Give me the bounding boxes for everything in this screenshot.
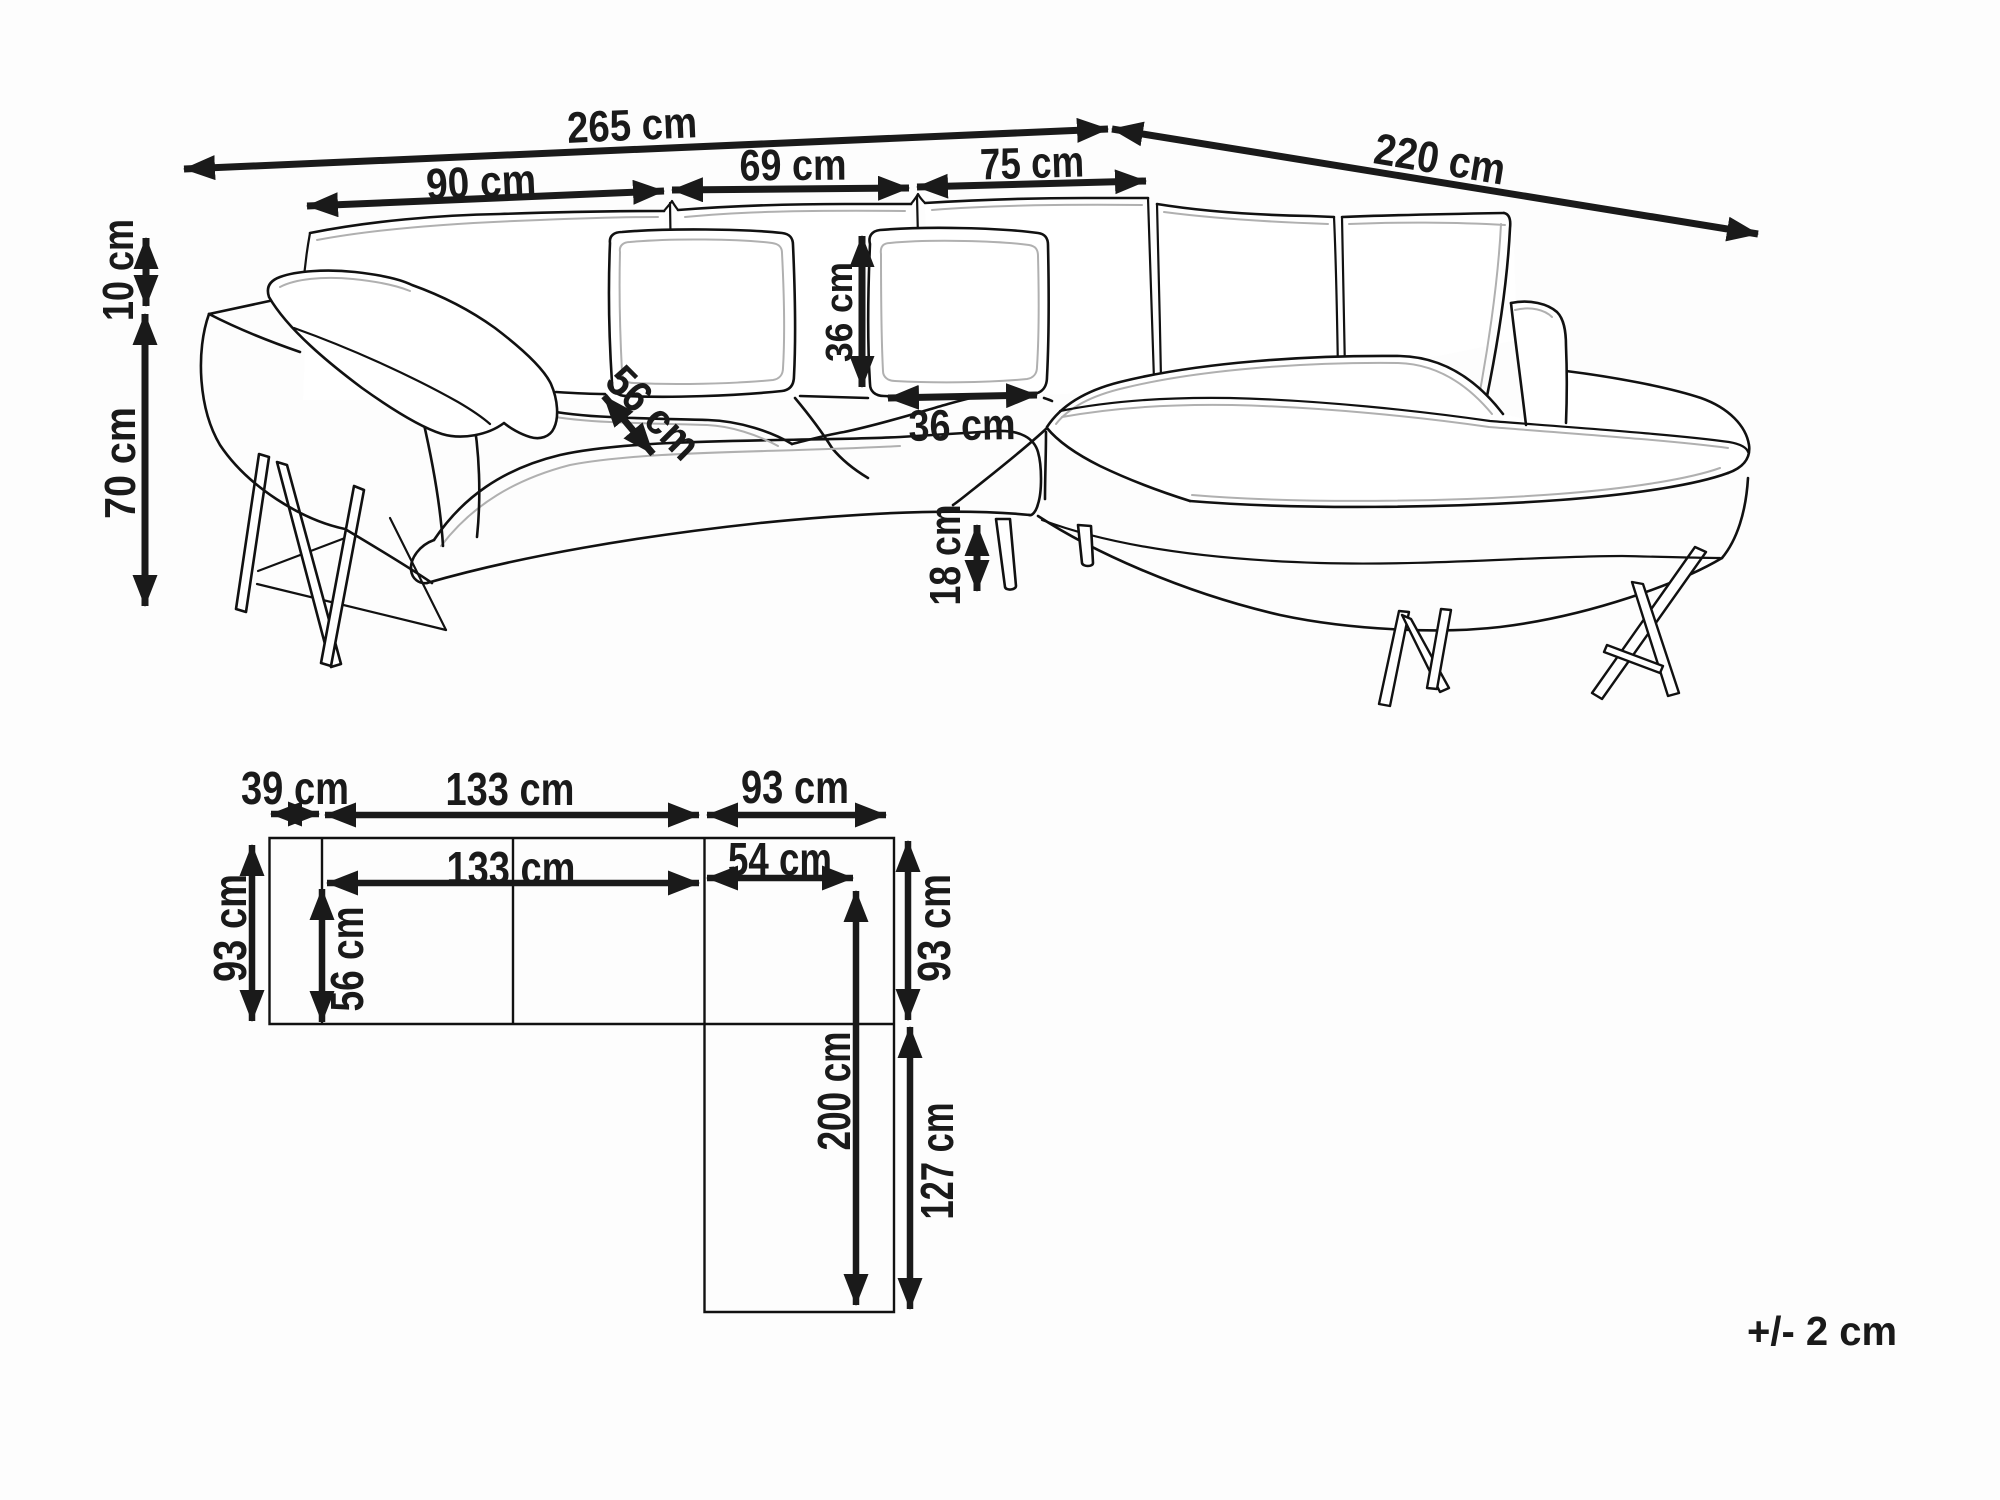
svg-text:75 cm: 75 cm bbox=[979, 137, 1084, 189]
svg-text:39 cm: 39 cm bbox=[241, 762, 349, 814]
svg-text:36 cm: 36 cm bbox=[908, 400, 1016, 451]
svg-text:127 cm: 127 cm bbox=[911, 1103, 963, 1220]
svg-text:133 cm: 133 cm bbox=[447, 842, 576, 894]
svg-text:200 cm: 200 cm bbox=[808, 1032, 860, 1151]
svg-text:90 cm: 90 cm bbox=[425, 155, 537, 209]
svg-text:69 cm: 69 cm bbox=[739, 141, 846, 191]
svg-text:93 cm: 93 cm bbox=[741, 761, 849, 813]
svg-text:54 cm: 54 cm bbox=[728, 833, 832, 885]
svg-text:93 cm: 93 cm bbox=[204, 874, 256, 982]
svg-text:18 cm: 18 cm bbox=[921, 505, 970, 606]
svg-text:93 cm: 93 cm bbox=[908, 874, 960, 982]
svg-text:265 cm: 265 cm bbox=[566, 98, 698, 153]
svg-text:133 cm: 133 cm bbox=[446, 763, 575, 815]
svg-text:10 cm: 10 cm bbox=[94, 219, 143, 321]
svg-text:36 cm: 36 cm bbox=[819, 262, 861, 362]
svg-text:+/- 2 cm: +/- 2 cm bbox=[1747, 1308, 1897, 1354]
svg-text:56 cm: 56 cm bbox=[321, 907, 373, 1012]
svg-text:70 cm: 70 cm bbox=[96, 407, 145, 519]
